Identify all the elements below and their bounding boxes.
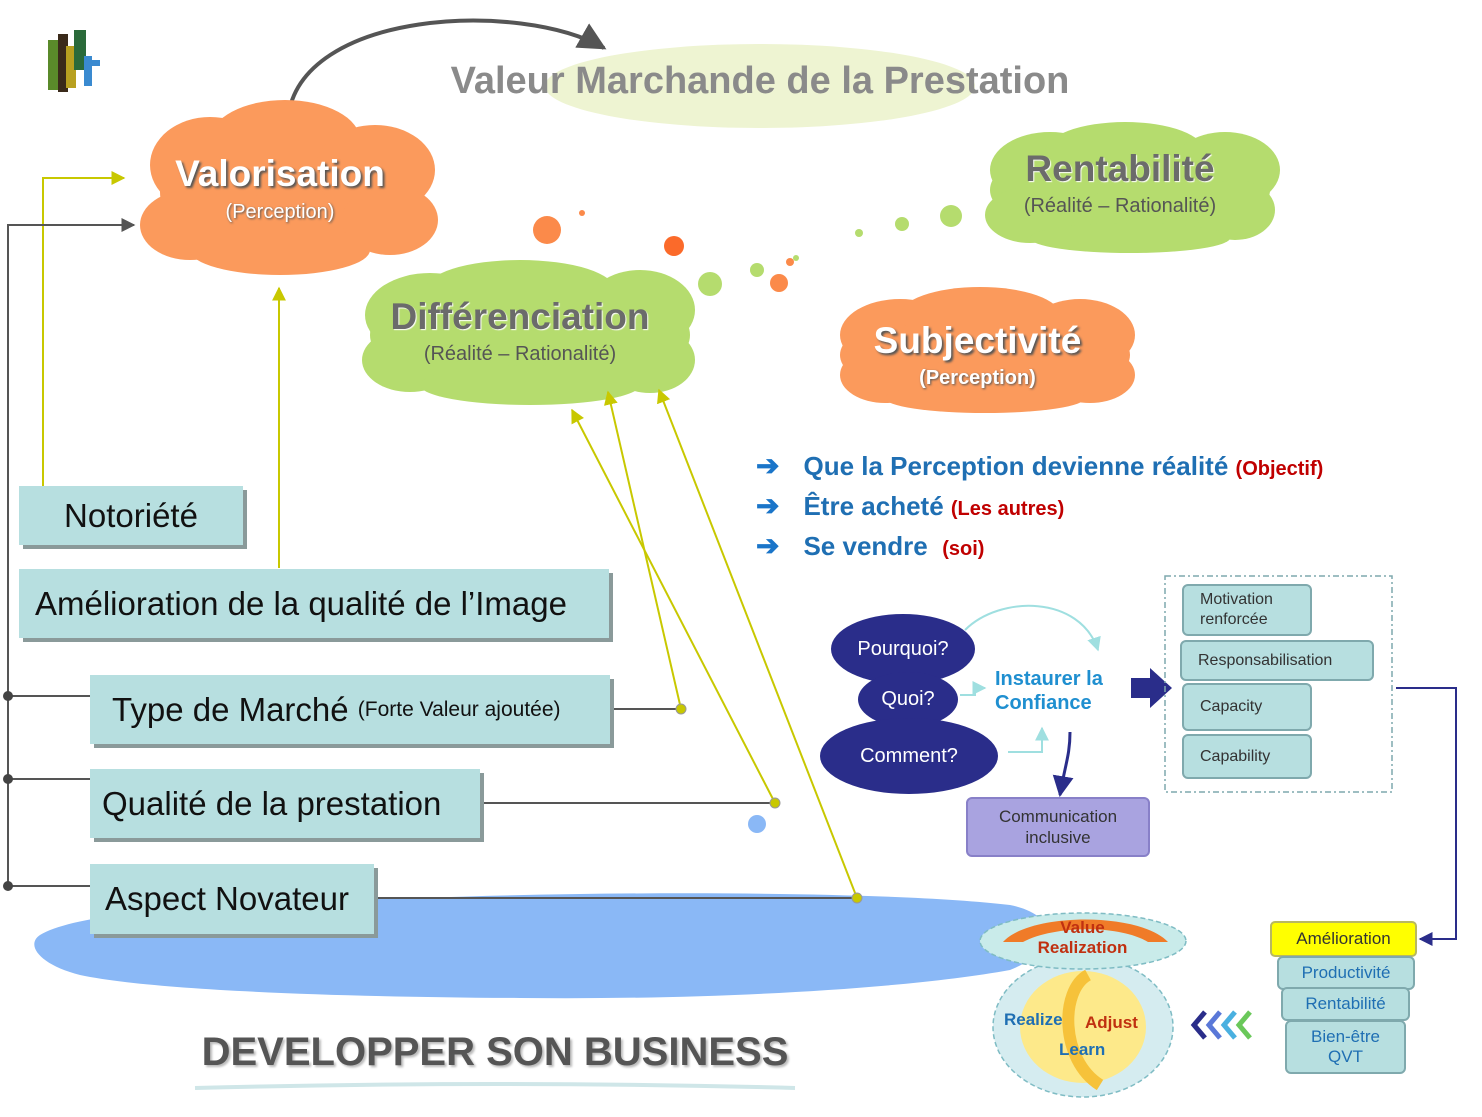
amelioration-image-label: Amélioration de la qualité de l’Image bbox=[35, 584, 567, 622]
type-marche-note: (Forte Valeur ajoutée) bbox=[357, 697, 561, 721]
yellow-dots bbox=[675, 703, 863, 904]
differenciation-title: Différenciation bbox=[390, 296, 650, 337]
rentabilite-title: Rentabilité bbox=[1025, 148, 1215, 189]
objective-3: ➔ Se vendre (soi) bbox=[756, 529, 984, 562]
amelioration-header-label: Amélioration bbox=[1296, 929, 1391, 948]
adjust-label: Adjust bbox=[1085, 1013, 1138, 1032]
valorisation-sub: (Perception) bbox=[225, 201, 335, 223]
right-connectors bbox=[376, 388, 858, 899]
connector-dots bbox=[3, 691, 13, 891]
arrow-right-icon: ➔ bbox=[756, 490, 780, 521]
type-marche-label: Type de Marché bbox=[112, 690, 349, 728]
question-quoi: Quoi? bbox=[858, 672, 958, 727]
outcome-capacity: Capacity bbox=[1182, 683, 1312, 731]
footer-underline bbox=[194, 1082, 796, 1090]
outcome-motivation-label: Motivation renforcée bbox=[1200, 591, 1273, 628]
objective-1-text: Que la Perception devienne réalité bbox=[803, 451, 1229, 481]
outcomes-to-amelioration-line bbox=[1396, 687, 1457, 946]
footer-title: DEVELOPPER SON BUSINESS bbox=[201, 1030, 789, 1074]
type-marche-box: Type de Marché (Forte Valeur ajoutée) bbox=[90, 675, 610, 744]
outcome-capacity-label: Capacity bbox=[1200, 698, 1263, 715]
outcome-capability-label: Capability bbox=[1200, 747, 1271, 765]
bien-etre-label: Bien-être QVT bbox=[1311, 1027, 1380, 1066]
rentabilite-cloud-shape bbox=[985, 122, 1280, 253]
objective-1-note: (Objectif) bbox=[1235, 458, 1324, 480]
confiance-cycle-arrows bbox=[960, 604, 1101, 753]
amelioration-item-productivite: Productivité bbox=[1277, 956, 1415, 990]
objective-3-text: Se vendre bbox=[803, 531, 928, 561]
outcome-responsabilisation: Responsabilisation bbox=[1180, 640, 1374, 681]
subjectivite-sub: (Perception) bbox=[919, 367, 1036, 389]
arrow-right-icon: ➔ bbox=[756, 450, 780, 481]
amelioration-item-bien-etre: Bien-être QVT bbox=[1285, 1020, 1406, 1074]
to-outcomes-arrow bbox=[1131, 668, 1172, 708]
qualite-prestation-label: Qualité de la prestation bbox=[102, 784, 442, 822]
value-realization-label: Value Realization bbox=[1037, 918, 1128, 957]
outcome-motivation: Motivation renforcée bbox=[1182, 584, 1312, 636]
aspect-novateur-label: Aspect Novateur bbox=[105, 880, 349, 917]
left-connectors bbox=[7, 171, 286, 887]
question-pourquoi-label: Pourquoi? bbox=[857, 637, 949, 660]
outcome-responsabilisation-label: Responsabilisation bbox=[1198, 651, 1333, 669]
arrow-right-icon: ➔ bbox=[756, 530, 780, 561]
title-ellipse bbox=[545, 44, 975, 128]
notoriete-box: Notoriété bbox=[19, 486, 243, 545]
question-comment-label: Comment? bbox=[860, 744, 958, 767]
page-title: Valeur Marchande de la Prestation bbox=[450, 60, 1070, 102]
valorisation-title: Valorisation bbox=[175, 153, 385, 194]
learn-label: Learn bbox=[1059, 1040, 1106, 1059]
value-cycle bbox=[979, 912, 1187, 1098]
objective-2-text: Être acheté bbox=[803, 491, 944, 521]
communication-label: Communication inclusive bbox=[998, 807, 1118, 847]
differenciation-sub: (Réalité – Rationalité) bbox=[423, 343, 617, 365]
aspect-novateur-box: Aspect Novateur bbox=[90, 864, 374, 934]
question-comment: Comment? bbox=[820, 718, 998, 794]
objective-1: ➔ Que la Perception devienne réalité (Obj… bbox=[756, 449, 1323, 482]
subjectivite-title: Subjectivité bbox=[873, 320, 1082, 361]
subjectivite-cloud-shape bbox=[840, 287, 1135, 413]
differenciation-cloud-shape bbox=[362, 260, 695, 405]
logo bbox=[48, 30, 100, 92]
rentabilite-sub: (Réalité – Rationalité) bbox=[1023, 195, 1217, 217]
productivite-label: Productivité bbox=[1301, 963, 1391, 982]
amelioration-image-box: Amélioration de la qualité de l’Image bbox=[19, 569, 609, 638]
question-quoi-label: Quoi? bbox=[881, 688, 935, 710]
valorisation-to-title-arrow bbox=[286, 18, 607, 119]
outcomes-frame bbox=[1164, 575, 1393, 793]
to-communication-arrow bbox=[1052, 731, 1074, 798]
valorisation-cloud-shape bbox=[140, 100, 438, 275]
objective-3-note: (soi) bbox=[942, 538, 985, 560]
realize-label: Realize bbox=[1004, 1010, 1063, 1029]
chevrons-icon bbox=[1190, 1010, 1252, 1040]
communication-box: Communication inclusive bbox=[966, 797, 1150, 857]
objective-2-note: (Les autres) bbox=[950, 498, 1065, 520]
objective-2: ➔ Être acheté (Les autres) bbox=[756, 489, 1064, 522]
amelioration-header: Amélioration bbox=[1270, 921, 1417, 957]
confiance-label: Instaurer la Confiance bbox=[995, 668, 1103, 714]
outcome-capability: Capability bbox=[1182, 734, 1312, 779]
thought-bubbles bbox=[533, 205, 962, 833]
amelioration-item-rentabilite: Rentabilité bbox=[1281, 987, 1410, 1021]
notoriete-label: Notoriété bbox=[64, 496, 198, 534]
rentabilite-label: Rentabilité bbox=[1305, 994, 1386, 1013]
qualite-prestation-box: Qualité de la prestation bbox=[90, 769, 480, 838]
